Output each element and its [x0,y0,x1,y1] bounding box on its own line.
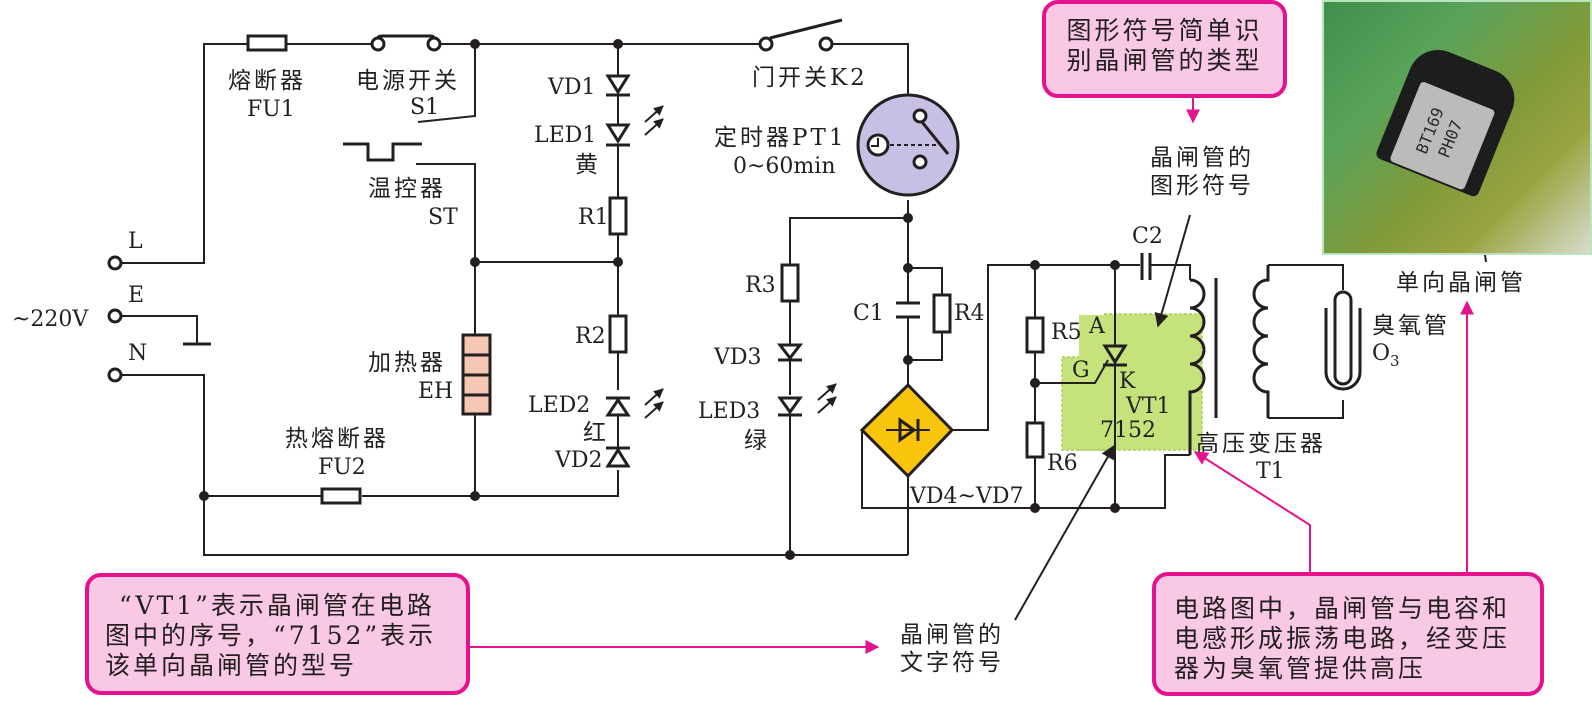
led2-red [605,388,664,419]
vd1-ref: VD1 [547,75,596,100]
bridge-rectifier-vd4-vd7 [859,382,955,479]
callout-left-line2: 图中的序号，“7152”表示 [105,621,437,650]
callout-thyristor-type: 图形符号简单识 别晶闸管的类型 [1042,0,1287,98]
ozone-name: 臭氧管 [1372,313,1450,339]
junction-dots [199,39,1120,560]
r6-ref: R6 [1047,451,1078,476]
resistor-r6 [1025,421,1045,459]
k2-name: 门开关K2 [752,65,868,91]
c1-ref: C1 [853,301,884,326]
fu2-name: 热熔断器 [285,426,389,452]
diode-vd1 [605,74,631,97]
bridge-ref: VD4~VD7 [909,484,1023,509]
wires [120,43,1344,556]
callout-top-line1: 图形符号简单识 [1066,16,1263,45]
ozone-ref: O3 [1372,341,1400,370]
vt1-pin-k: K [1119,369,1136,394]
eh-name: 加热器 [368,350,446,376]
graphic-symbol-label-line1: 晶闸管的 [1150,145,1254,171]
thyristor-vt1 [1102,344,1128,367]
supply-terminals [107,255,123,383]
led3-green [777,383,837,417]
capacitor-c2 [1140,253,1152,280]
pt1-name: 定时器PT1 [714,125,846,151]
callout-oscillation: 电路图中，晶闸管与电容和 电感形成振荡电路，经变压 器为臭氧管提供高压 [1152,572,1544,696]
text-symbol-label-line1: 晶闸管的 [900,622,1004,648]
fu1-name: 熔断器 [228,68,306,94]
eh-ref: EH [418,379,453,404]
terminal-e-label: E [128,283,144,308]
thyristor-wires [1035,265,1190,508]
callout-right-line1: 电路图中，晶闸管与电容和 [1174,594,1511,623]
fuse-fu1 [246,34,288,52]
fu2-ref: FU2 [318,455,366,480]
graphic-symbol-label-line2: 图形符号 [1150,173,1254,199]
resistor-r3 [780,263,800,303]
thermal-fuse-fu2 [320,487,362,505]
r3-ref: R3 [745,273,776,298]
resistor-r5 [1025,316,1045,354]
thermostat-st [343,142,422,162]
r5-ref: R5 [1051,320,1082,345]
vt1-ref: VT1 [1125,394,1171,419]
power-switch-s1 [370,34,442,52]
s1-name: 电源开关 [356,68,460,94]
resistor-r4 [932,293,952,334]
led1-yellow [605,105,664,147]
led2-color: 红 [583,420,609,446]
r1-ref: R1 [578,205,609,230]
t1-ref: T1 [1256,459,1285,484]
vt1-pin-a: A [1088,314,1106,339]
vt1-model: 7152 [1100,418,1156,443]
c2-ref: C2 [1132,224,1163,249]
st-ref: ST [428,205,458,230]
led1-color: 黄 [575,152,601,178]
supply-voltage-label: ~220V [12,307,89,332]
r4-ref: R4 [954,301,985,326]
vt1-pin-g: G [1072,358,1090,383]
thyristor-photo: BT169 PH07 [1322,0,1592,255]
right-callout-arrow-transformer [1193,451,1311,572]
callout-left-line1: “VT1”表示晶闸管在电路 [119,591,435,620]
t1-name: 高压变压器 [1196,431,1326,457]
r2-ref: R2 [575,324,606,349]
terminal-n-label: N [128,341,147,366]
led1-ref: LED1 [534,123,596,148]
ozone-tube [1324,290,1362,391]
s1-ref: S1 [410,95,439,120]
door-switch-k2 [758,18,843,52]
callout-vt1-meaning: “VT1”表示晶闸管在电路 图中的序号，“7152”表示 该单向晶闸管的型号 [85,573,470,695]
text-symbol-pointer [1014,444,1115,621]
callout-top-line2: 别晶闸管的类型 [1066,46,1263,75]
callout-right-line2: 电感形成振荡电路，经变压 [1174,624,1511,653]
st-name: 温控器 [368,176,446,202]
graphic-symbol-pointer [1154,214,1191,328]
resistor-r2 [608,314,628,354]
photo-label: 单向晶闸管 [1396,270,1526,296]
callout-left-line3: 该单向晶闸管的型号 [105,651,358,680]
led3-ref: LED3 [698,399,760,424]
transformer-t1 [1188,265,1270,455]
timer-pt1 [856,93,960,197]
led3-color: 绿 [744,428,770,454]
fu1-ref: FU1 [247,97,295,122]
terminal-l-label: L [128,229,143,254]
diode-vd3 [776,343,804,362]
diode-vd2 [605,446,631,468]
heater-eh [461,333,492,416]
resistor-r1 [608,196,628,236]
pt1-range: 0~60min [733,154,836,179]
led2-ref: LED2 [528,393,590,418]
capacitor-c1 [896,301,920,319]
thyristor-body: BT169 PH07 [1374,40,1524,199]
vd2-ref: VD2 [554,448,603,473]
callout-right-line3: 器为臭氧管提供高压 [1174,654,1427,683]
vd3-ref: VD3 [713,345,762,370]
text-symbol-label-line2: 文字符号 [900,650,1004,676]
